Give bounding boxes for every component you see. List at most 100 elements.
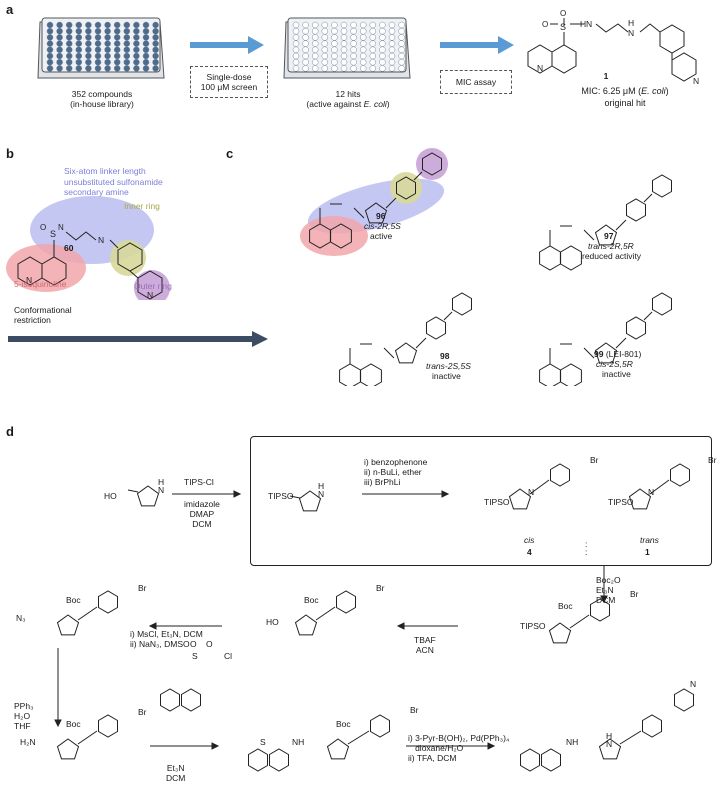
svg-text:O: O (40, 223, 46, 232)
compound-98-stereo: trans-2S,5S (426, 361, 471, 371)
atom-label: HO (104, 491, 117, 501)
compound-99-stereo: cis-2S,5R (596, 359, 633, 369)
trans-label: trans (640, 535, 659, 545)
panel-label-c: c (226, 146, 234, 161)
ratio-cis: 4 (527, 547, 532, 557)
mic-step-box: MIC assay (440, 70, 512, 94)
step5-reagents: i) MsCl, Et₃N, DCM ii) NaN₃, DMSO (130, 629, 203, 649)
ratio-trans: 1 (645, 547, 650, 557)
compound-98-activity: inactive (432, 371, 461, 381)
atom-label: N (690, 679, 697, 689)
step7-reagents: Et₃N DCM (166, 763, 186, 783)
blue-arrow-1 (190, 36, 264, 54)
svg-text:H: H (628, 18, 634, 28)
compound-number: 1 (603, 71, 609, 81)
atom-label: H (318, 481, 325, 491)
atom-label: H (158, 477, 165, 487)
atom-label: S (260, 737, 266, 747)
svg-text:N: N (628, 28, 634, 38)
atom-label: Boc (336, 719, 351, 729)
atom-label: Br (630, 589, 639, 599)
svg-text:N: N (586, 19, 592, 29)
atom-label: N (318, 489, 325, 499)
compound-98-number: 98 (440, 351, 450, 361)
atom-label: TIPSO (484, 497, 510, 507)
atom-label: NH (292, 737, 305, 747)
atom-label: TIPSO (608, 497, 634, 507)
step2-reagents: i) benzophenone ii) n-BuLi, ether iii) B… (364, 457, 428, 487)
atom-label: NH (566, 737, 579, 747)
atom-label: S (192, 651, 198, 661)
step6-reagents: PPh₃ H₂O THF (14, 701, 34, 731)
step1-reagents: imidazole DMAP DCM (184, 499, 220, 529)
well-plate-icon (283, 17, 411, 79)
original-hit-label: original hit (604, 98, 646, 108)
compound-60-structure: S O N N N N (6, 196, 170, 300)
compound-96-stereo: cis-2R,5S (364, 221, 401, 231)
linker-annotation: Six-atom linker length unsubstituted sul… (64, 166, 163, 198)
svg-text:S: S (50, 229, 56, 239)
step3-reagents: Boc₂O Et₃N DCM (596, 575, 621, 605)
atom-label: H₂N (20, 737, 36, 747)
atom-label: N (648, 487, 655, 497)
atom-label: O (206, 639, 213, 649)
panel-label-d: d (6, 424, 14, 439)
inner-ring-label: Inner ring (124, 201, 160, 211)
ratio-separator: : (585, 539, 588, 549)
atom-label: Boc (66, 719, 81, 729)
svg-text:H: H (580, 19, 586, 29)
compound-96-activity: active (370, 231, 393, 241)
panel-label-b: b (6, 146, 14, 161)
synthesis-scheme (54, 463, 694, 772)
svg-text:O: O (542, 20, 548, 29)
svg-text:O: O (560, 9, 566, 18)
organolithium-box (250, 436, 712, 566)
atom-label: Br (138, 583, 147, 593)
step1-reagent-top: TIPS-Cl (184, 477, 214, 487)
atom-label: N (528, 487, 535, 497)
svg-text:N: N (98, 235, 104, 245)
compound-96-number: 96 (376, 211, 386, 221)
atom-label: TIPSO (268, 491, 294, 501)
svg-text:N: N (58, 223, 64, 232)
compound-99-number: 99 (LEI-801) (594, 349, 642, 359)
step4-reagents: TBAF ACN (414, 635, 436, 655)
blue-arrow-2 (440, 36, 514, 54)
atom-label: N (606, 739, 613, 749)
atom-label: N₃ (16, 613, 26, 623)
atom-label: Br (138, 707, 147, 717)
outer-ring-label: Outer ring (134, 281, 172, 291)
cis-label: cis (524, 535, 535, 545)
ratio-separator: : (585, 547, 588, 557)
compound-97-activity: reduced activity (582, 251, 642, 261)
step8-reagents: i) 3-Pyr-B(OH)₂, Pd(PPh₃)₄ dioxane/H₂O i… (408, 733, 510, 763)
restriction-label: Conformational restriction (14, 305, 72, 325)
mic-result: MIC: 6.25 μM (E. coli) (581, 86, 669, 96)
atom-label: Boc (304, 595, 319, 605)
well-plate-icon (37, 17, 165, 79)
compound-97-number: 97 (604, 231, 614, 241)
restriction-arrow (8, 331, 268, 347)
svg-text:S: S (560, 22, 566, 32)
atom-label: H (606, 731, 613, 741)
atom-label: Boc (558, 601, 573, 611)
atom-label: Br (590, 455, 599, 465)
plate2-caption: 12 hits (active against E. coli) (306, 89, 390, 109)
svg-text:N: N (26, 275, 32, 285)
plate1-caption: 352 compounds (in-house library) (70, 89, 134, 109)
compound-1-structure: N S O O H N N H N (527, 9, 699, 86)
panel-label-a: a (6, 2, 14, 17)
atom-label: Br (708, 455, 717, 465)
screen-step-box: Single-dose 100 μM screen (190, 66, 268, 98)
compound-97-stereo: trans-2R,5R (588, 241, 634, 251)
atom-label: HO (266, 617, 279, 627)
atom-label: N (158, 485, 165, 495)
svg-text:N: N (537, 63, 543, 73)
atom-label: O (190, 639, 197, 649)
atom-label: Br (410, 705, 419, 715)
atom-label: TIPSO (520, 621, 546, 631)
compound-99-activity: inactive (602, 369, 631, 379)
svg-text:N: N (147, 290, 153, 300)
atom-label: Boc (66, 595, 81, 605)
atom-label: Br (376, 583, 385, 593)
